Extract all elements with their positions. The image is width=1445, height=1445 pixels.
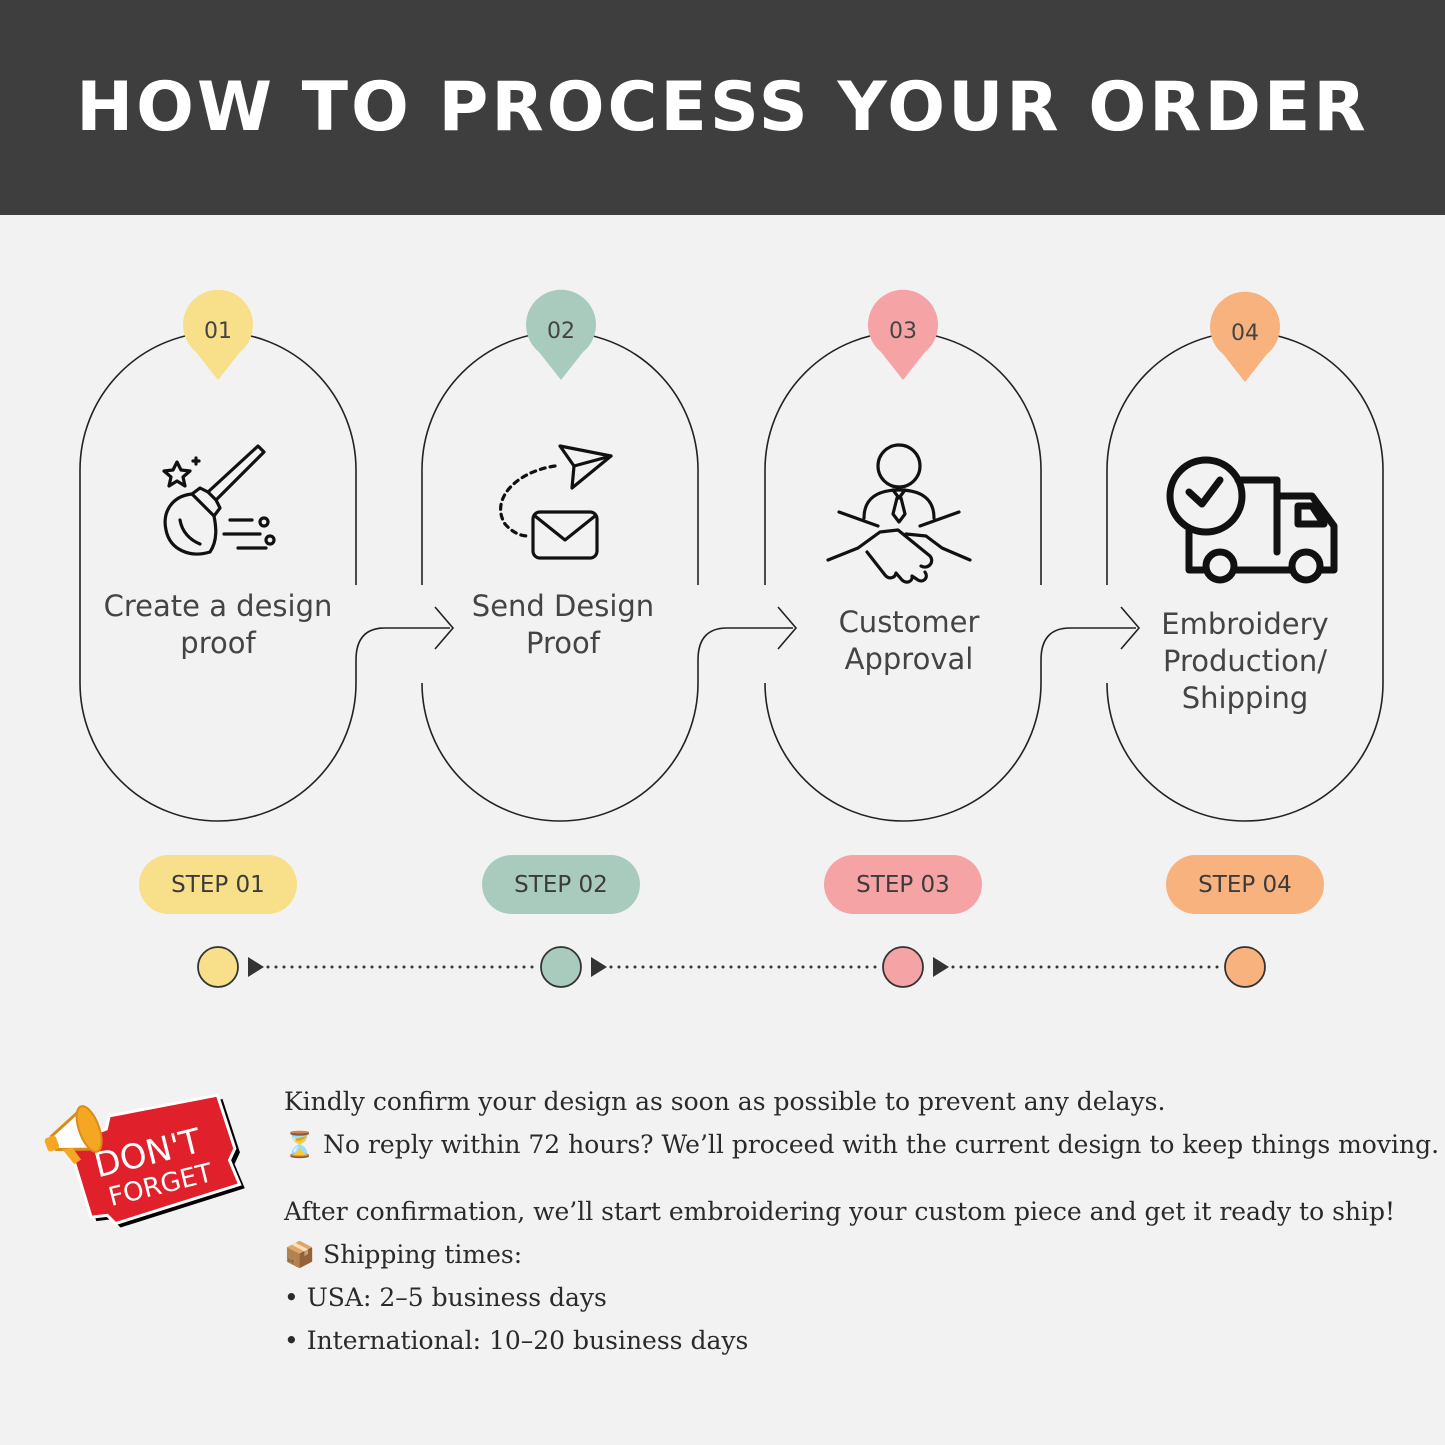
bubble-number-03: 03: [889, 319, 917, 344]
dont-forget-badge: DON'T FORGET: [44, 1093, 245, 1228]
number-bubble-02: 02: [526, 289, 597, 380]
bubble-number-01: 01: [204, 319, 232, 344]
timeline-dot-01: [197, 946, 239, 988]
connector-arrow-2: [697, 606, 798, 661]
number-bubble-04: 04: [1209, 291, 1280, 382]
step-01-pill: STEP 01: [139, 855, 297, 914]
megaphone-icon: [44, 1105, 103, 1165]
bubble-number-02: 02: [547, 319, 575, 344]
number-bubble-03: 03: [867, 289, 938, 380]
notes-line-2: ⏳ No reply within 72 hours? We’ll procee…: [284, 1130, 1440, 1159]
step-01-outline: [79, 331, 357, 822]
order-notes: Kindly confirm your design as soon as po…: [284, 1080, 1440, 1362]
bubble-number-04: 04: [1231, 321, 1259, 346]
shipping-bullet-international: • International: 10–20 business days: [284, 1326, 749, 1355]
step-04-outline: [1106, 331, 1384, 822]
connector-arrow-3: [1040, 606, 1141, 661]
header-bar: HOW TO PROCESS YOUR ORDER: [0, 0, 1445, 215]
number-bubble-01: 01: [183, 289, 253, 380]
notes-line-4: 📦 Shipping times:: [284, 1240, 523, 1269]
timeline-arrow-3: [933, 957, 949, 977]
timeline: [197, 946, 1266, 988]
page-title: HOW TO PROCESS YOUR ORDER: [76, 68, 1369, 147]
shipping-bullet-usa: • USA: 2–5 business days: [284, 1283, 607, 1312]
step-03-title: Customer Approval: [838, 605, 980, 676]
handshake-icon: [826, 443, 972, 584]
timeline-dot-02: [540, 946, 582, 988]
step-04-pill: STEP 04: [1166, 855, 1324, 914]
connector-arrow-1: [355, 606, 455, 661]
timeline-dot-03: [882, 946, 924, 988]
step-01-title: Create a design proof: [103, 589, 333, 660]
delivery-truck-icon: [1166, 456, 1338, 584]
timeline-dot-04: [1224, 946, 1266, 988]
timeline-arrow-1: [248, 957, 264, 977]
hourglass-icon: ⏳: [284, 1130, 316, 1159]
step-02-pill: STEP 02: [482, 855, 640, 914]
package-icon: 📦: [284, 1240, 316, 1269]
send-mail-icon: [499, 444, 613, 560]
notes-line-1: Kindly confirm your design as soon as po…: [284, 1087, 1166, 1116]
step-02-title: Send Design Proof: [471, 589, 655, 660]
step-04-title: Embroidery Production/ Shipping: [1161, 607, 1329, 715]
step-03-pill: STEP 03: [824, 855, 982, 914]
paintbrush-icon: [162, 444, 276, 556]
notes-line-3: After confirmation, we’ll start embroide…: [284, 1197, 1396, 1226]
timeline-arrow-2: [591, 957, 607, 977]
